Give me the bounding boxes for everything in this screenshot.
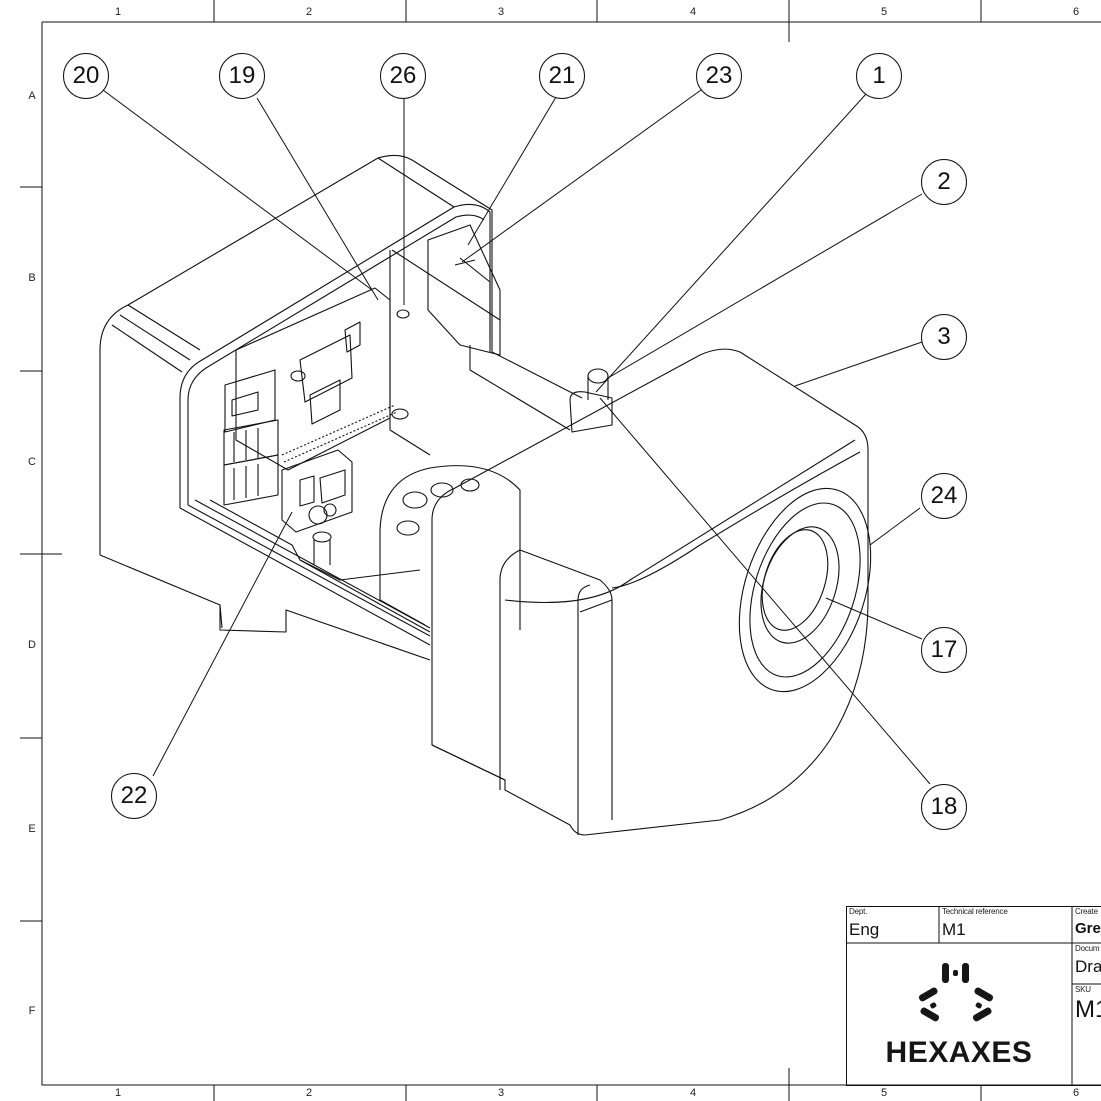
sku-value: M1: [1075, 996, 1101, 1023]
document-cell: Docum Dra: [1072, 943, 1101, 984]
callout-balloon: 1: [856, 53, 902, 99]
column-label: 1: [114, 6, 122, 18]
callout-balloon: 22: [111, 773, 157, 819]
tech-ref-cell: Technical reference M1: [939, 906, 1072, 943]
created-cell: Create Gre: [1072, 906, 1101, 943]
callout-balloon: 26: [380, 53, 426, 99]
column-label: 2: [305, 1087, 313, 1099]
rotating-base: [379, 465, 521, 630]
tech-ref-value: M1: [942, 920, 966, 939]
sku-cell: SKU M1: [1072, 984, 1101, 1086]
callout-balloon: 3: [921, 314, 967, 360]
callout-balloon: 24: [921, 473, 967, 519]
front-head: [431, 348, 869, 836]
column-label: 6: [1072, 1087, 1080, 1099]
document-value: Dra: [1075, 957, 1101, 976]
column-label: 4: [689, 6, 697, 18]
row-label: A: [28, 90, 36, 102]
row-label: F: [28, 1005, 36, 1017]
callout-balloon: 2: [921, 159, 967, 205]
callout-balloon: 21: [539, 53, 585, 99]
callout-balloon: 18: [921, 784, 967, 830]
rear-enclosure: [99, 154, 583, 555]
main-board: [235, 287, 391, 471]
sku-label: SKU: [1075, 985, 1091, 994]
hexaxes-logo-icon: [918, 963, 994, 1022]
dept-value: Eng: [849, 920, 880, 939]
column-label: 2: [305, 6, 313, 18]
callout-balloon: 20: [63, 53, 109, 99]
row-label: B: [28, 272, 36, 284]
created-label: Create: [1075, 907, 1098, 916]
callout-balloon: 23: [696, 53, 742, 99]
drawing-frame: [41, 22, 1101, 1086]
column-label: 3: [497, 1087, 505, 1099]
row-label: C: [28, 456, 36, 468]
tech-ref-label: Technical reference: [942, 907, 1008, 916]
row-label: E: [28, 823, 36, 835]
logo-wordmark: HEXAXES: [885, 1036, 1033, 1069]
callout-balloon: 17: [921, 627, 967, 673]
column-label: 3: [497, 6, 505, 18]
callout-balloon: 19: [219, 53, 265, 99]
dept-label: Dept.: [849, 907, 868, 916]
column-label: 4: [689, 1087, 697, 1099]
dept-cell: Dept. Eng: [846, 906, 939, 943]
created-value: Gre: [1075, 920, 1101, 937]
title-block-grid: [846, 906, 1101, 1086]
document-label: Docum: [1075, 944, 1100, 953]
hat-board: [281, 449, 353, 533]
column-label: 5: [880, 6, 888, 18]
column-label: 6: [1072, 6, 1080, 18]
column-label: 1: [114, 1087, 122, 1099]
row-label: D: [28, 639, 36, 651]
title-block: Dept. Eng Technical reference M1 Create …: [846, 906, 1101, 1086]
column-label: 5: [880, 1087, 888, 1099]
